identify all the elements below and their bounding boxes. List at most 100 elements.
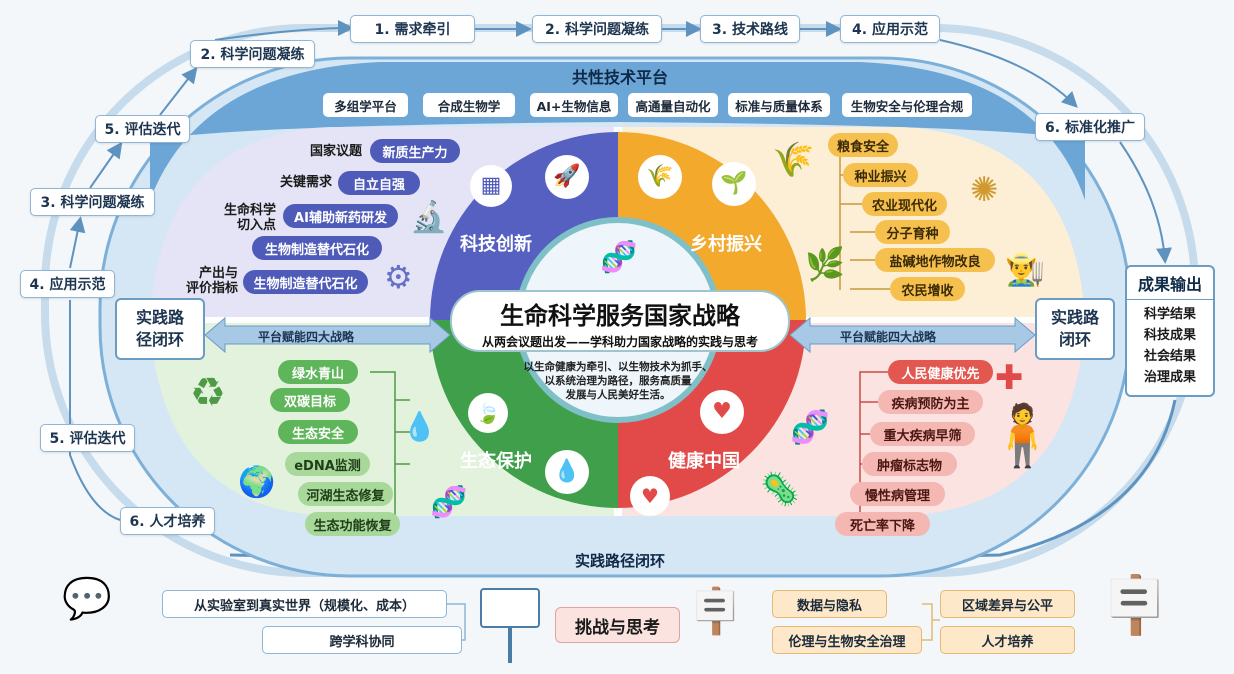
chip-icon: ▦ xyxy=(470,165,512,207)
quadrant-label-health: 健康中国 xyxy=(668,451,740,472)
tech-value: 自立自强 xyxy=(338,171,420,195)
desc-line: 发展与人民美好生活。 xyxy=(565,389,671,401)
challenge-item: 跨学科协同 xyxy=(262,626,462,654)
step-standardize: 6. 标准化推广 xyxy=(1035,113,1145,141)
challenge-item: 数据与隐私 xyxy=(772,590,887,618)
right-practice-loop: 实践路闭环 xyxy=(1035,298,1115,360)
step-left-1: 2. 科学问题凝练 xyxy=(190,40,315,68)
desc-line: 以生命健康为牵引、以生物技术为抓手、 xyxy=(523,361,713,373)
platform-title: 共性技术平台 xyxy=(571,68,668,87)
challenge-item: 伦理与生物安全治理 xyxy=(772,626,922,654)
step-left-6: 6. 人才培养 xyxy=(120,507,215,535)
health-item: 人民健康优先 xyxy=(888,360,993,384)
rural-item: 农业现代化 xyxy=(862,192,947,216)
signboard-pole xyxy=(508,628,512,663)
microscope-icon: 🔬 xyxy=(410,200,448,235)
rural-item: 种业振兴 xyxy=(843,163,918,187)
challenge-item: 从实验室到真实世界（规模化、成本） xyxy=(162,590,447,618)
virus-cell-icon: 🦠 xyxy=(760,470,800,508)
platform-item: AI+生物信息 xyxy=(530,93,618,117)
direction-signpost-icon: 🪧 xyxy=(1100,573,1170,638)
step-left-5: 5. 评估迭代 xyxy=(40,424,135,452)
key-line: 评价指标 xyxy=(185,281,238,296)
eco-item: 双碳目标 xyxy=(270,388,350,412)
medical-cross-icon: ✚ xyxy=(995,358,1024,398)
heart-icon: ♥ xyxy=(630,476,670,516)
loop-line: 闭环 xyxy=(1058,330,1091,349)
signpost-icon: 🪧 xyxy=(688,586,743,637)
key-line: 切入点 xyxy=(236,218,276,233)
human-body-icon: 🧍 xyxy=(985,401,1060,471)
center-title: 生命科学服务国家战略 xyxy=(500,302,740,330)
step-demand: 1. 需求牵引 xyxy=(350,15,475,43)
farmer-icon: 👨‍🌾 xyxy=(1005,250,1045,288)
center-subtitle: 从两会议题出发——学科助力国家战略的实践与思考 xyxy=(481,335,758,349)
platform-item: 合成生物学 xyxy=(423,93,515,117)
output-item: 科学结果 xyxy=(1143,307,1196,322)
output-item: 社会结果 xyxy=(1143,349,1196,364)
tech-key: 关键需求 xyxy=(279,175,332,190)
rural-item: 粮食安全 xyxy=(828,133,898,157)
key-line: 生命科学 xyxy=(223,203,276,218)
output-item: 科技成果 xyxy=(1143,328,1196,343)
hands-wheat-icon: 🌾 xyxy=(772,140,815,180)
health-item: 肿瘤标志物 xyxy=(862,452,957,476)
platform-item: 高通量自动化 xyxy=(628,93,718,117)
health-item: 重大疾病早筛 xyxy=(870,422,975,446)
platform-item: 生物安全与伦理合规 xyxy=(842,93,972,117)
leaf-icon: 🍃 xyxy=(468,393,508,433)
health-item: 疾病预防为主 xyxy=(878,390,983,414)
dna-icon: 🧬 xyxy=(790,408,830,446)
water-drop-leaf-icon: 💧 xyxy=(402,410,437,443)
tech-value: AI辅助新药研发 xyxy=(283,204,398,228)
rocket-icon: 🚀 xyxy=(545,155,589,199)
left-practice-loop: 实践路径闭环 xyxy=(115,298,205,360)
earth-icon: 🌍 xyxy=(238,465,276,500)
outputs-title: 成果输出 xyxy=(1127,267,1213,300)
loop-line: 径闭环 xyxy=(135,330,184,349)
eco-item: 生态功能恢复 xyxy=(305,512,400,536)
challenges-title: 挑战与思考 xyxy=(555,607,680,643)
water-drop-icon: 💧 xyxy=(545,450,589,494)
center-description: 以生命健康为牵引、以生物技术为抓手、 以系统治理为路径，服务高质量 发展与人民美… xyxy=(510,360,726,402)
health-item: 死亡率下降 xyxy=(835,512,930,536)
step-left-2: 5. 评估迭代 xyxy=(95,115,190,143)
eco-item: 生态安全 xyxy=(278,420,358,444)
quadrant-label-eco: 生态保护 xyxy=(460,451,532,472)
eco-item: 河湖生态修复 xyxy=(298,482,393,506)
wheat-icon: 🌾 xyxy=(638,155,682,199)
dna-chip-icon: ⚙ xyxy=(384,258,413,296)
tech-value: 生物制造替代石化 xyxy=(243,270,368,294)
output-item: 治理成果 xyxy=(1143,370,1196,385)
step-left-4: 4. 应用示范 xyxy=(20,270,115,298)
field-icon: 🌱 xyxy=(712,162,756,206)
desc-line: 以系统治理为路径，服务高质量 xyxy=(544,375,692,387)
tech-key: 国家议题 xyxy=(309,144,362,159)
outputs-panel: 成果输出 科学结果 科技成果 社会结果 治理成果 xyxy=(1125,265,1215,397)
center-title-card: 生命科学服务国家战略 从两会议题出发——学科助力国家战略的实践与思考 xyxy=(450,290,790,352)
tech-value: 新质生产力 xyxy=(370,139,460,163)
eco-item: 绿水青山 xyxy=(278,360,358,384)
step-left-3: 3. 科学问题凝练 xyxy=(30,188,155,216)
step-science-question: 2. 科学问题凝练 xyxy=(532,15,662,43)
rural-item: 农民增收 xyxy=(890,277,965,301)
step-application: 4. 应用示范 xyxy=(840,15,940,43)
rural-item: 分子育种 xyxy=(875,220,950,244)
recycle-leaf-icon: ♻ xyxy=(190,370,226,416)
challenge-item: 人才培养 xyxy=(940,626,1075,654)
seed-circle-icon: ✺ xyxy=(970,170,999,210)
platform-item: 标准与质量体系 xyxy=(728,93,830,117)
quadrant-label-rural: 乡村振兴 xyxy=(690,234,762,255)
dna-icon: 🧬 xyxy=(600,240,638,275)
eco-item: eDNA监测 xyxy=(285,452,370,476)
chat-bubbles-icon: 💬 xyxy=(62,576,112,622)
dna-icon: 🧬 xyxy=(430,485,468,520)
platform-item: 多组学平台 xyxy=(323,93,408,117)
signboard-icon xyxy=(480,588,540,628)
tech-key: 生命科学切入点 xyxy=(210,203,276,233)
bottom-loop-label: 实践路径闭环 xyxy=(574,552,665,570)
band-label-right: 平台赋能四大战略 xyxy=(840,330,937,344)
loop-line: 实践路 xyxy=(135,308,184,327)
rural-item: 盐碱地作物改良 xyxy=(875,248,995,272)
loop-line: 实践路 xyxy=(1050,308,1099,327)
